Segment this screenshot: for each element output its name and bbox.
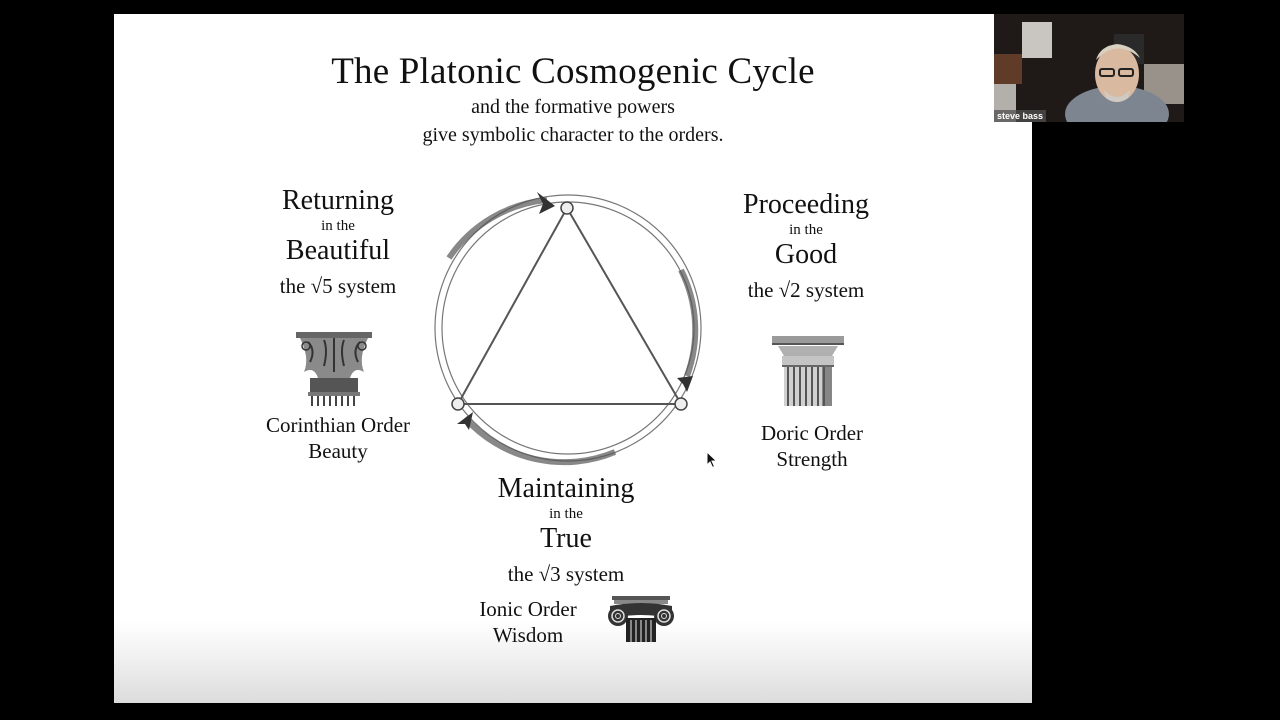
slide-title: The Platonic Cosmogenic Cycle [331, 51, 815, 92]
cycle-arrow-maintaining [462, 415, 617, 466]
left-principle: Beautiful [285, 235, 391, 266]
bottom-order-quality: Wisdom [492, 623, 564, 647]
right-principle-group: Proceeding in the Good the √2 system [706, 188, 906, 303]
right-order-quality: Strength [776, 447, 848, 471]
bottom-order-name: Ionic Order [479, 597, 577, 621]
slide-subtitle-line1: and the formative powers [471, 96, 675, 118]
bottom-heading: Maintaining [497, 473, 635, 504]
right-order-group: Doric Order Strength [712, 420, 912, 472]
cycle-arrow-returning [446, 197, 548, 260]
doric-column-icon [772, 336, 844, 406]
right-connector: in the [789, 222, 823, 238]
participant-video-feed [994, 14, 1184, 122]
ionic-capital-icon [608, 596, 674, 642]
bottom-connector: in the [549, 506, 583, 522]
participant-name-label: steve bass [994, 110, 1047, 122]
bottom-principle: True [540, 523, 592, 554]
left-heading: Returning [282, 185, 394, 216]
slide-subtitle-line2: give symbolic character to the orders. [422, 124, 724, 146]
left-order-quality: Beauty [308, 439, 368, 463]
right-system: the √2 system [747, 278, 865, 302]
right-heading: Proceeding [743, 189, 869, 220]
corinthian-capital-icon [296, 332, 372, 406]
right-principle: Good [774, 239, 838, 270]
left-connector: in the [321, 218, 355, 234]
right-order-name: Doric Order [760, 421, 864, 445]
cycle-arrow-proceeding [678, 268, 699, 378]
left-system: the √5 system [279, 274, 397, 298]
bottom-principle-group: Maintaining in the True the √3 system [466, 472, 666, 587]
mouse-cursor-icon [706, 451, 718, 469]
left-order-name: Corinthian Order [265, 413, 411, 437]
presentation-slide: The Platonic Cosmogenic Cycle and the fo… [114, 14, 1032, 703]
left-principle-group: Returning in the Beautiful the √5 system [238, 184, 438, 299]
bottom-order-group: Ionic Order Wisdom [458, 596, 598, 648]
left-order-group: Corinthian Order Beauty [238, 412, 438, 464]
participant-video-thumbnail[interactable]: steve bass [994, 14, 1184, 122]
cosmogenic-cycle-diagram [434, 192, 702, 466]
bottom-system: the √3 system [507, 562, 625, 586]
